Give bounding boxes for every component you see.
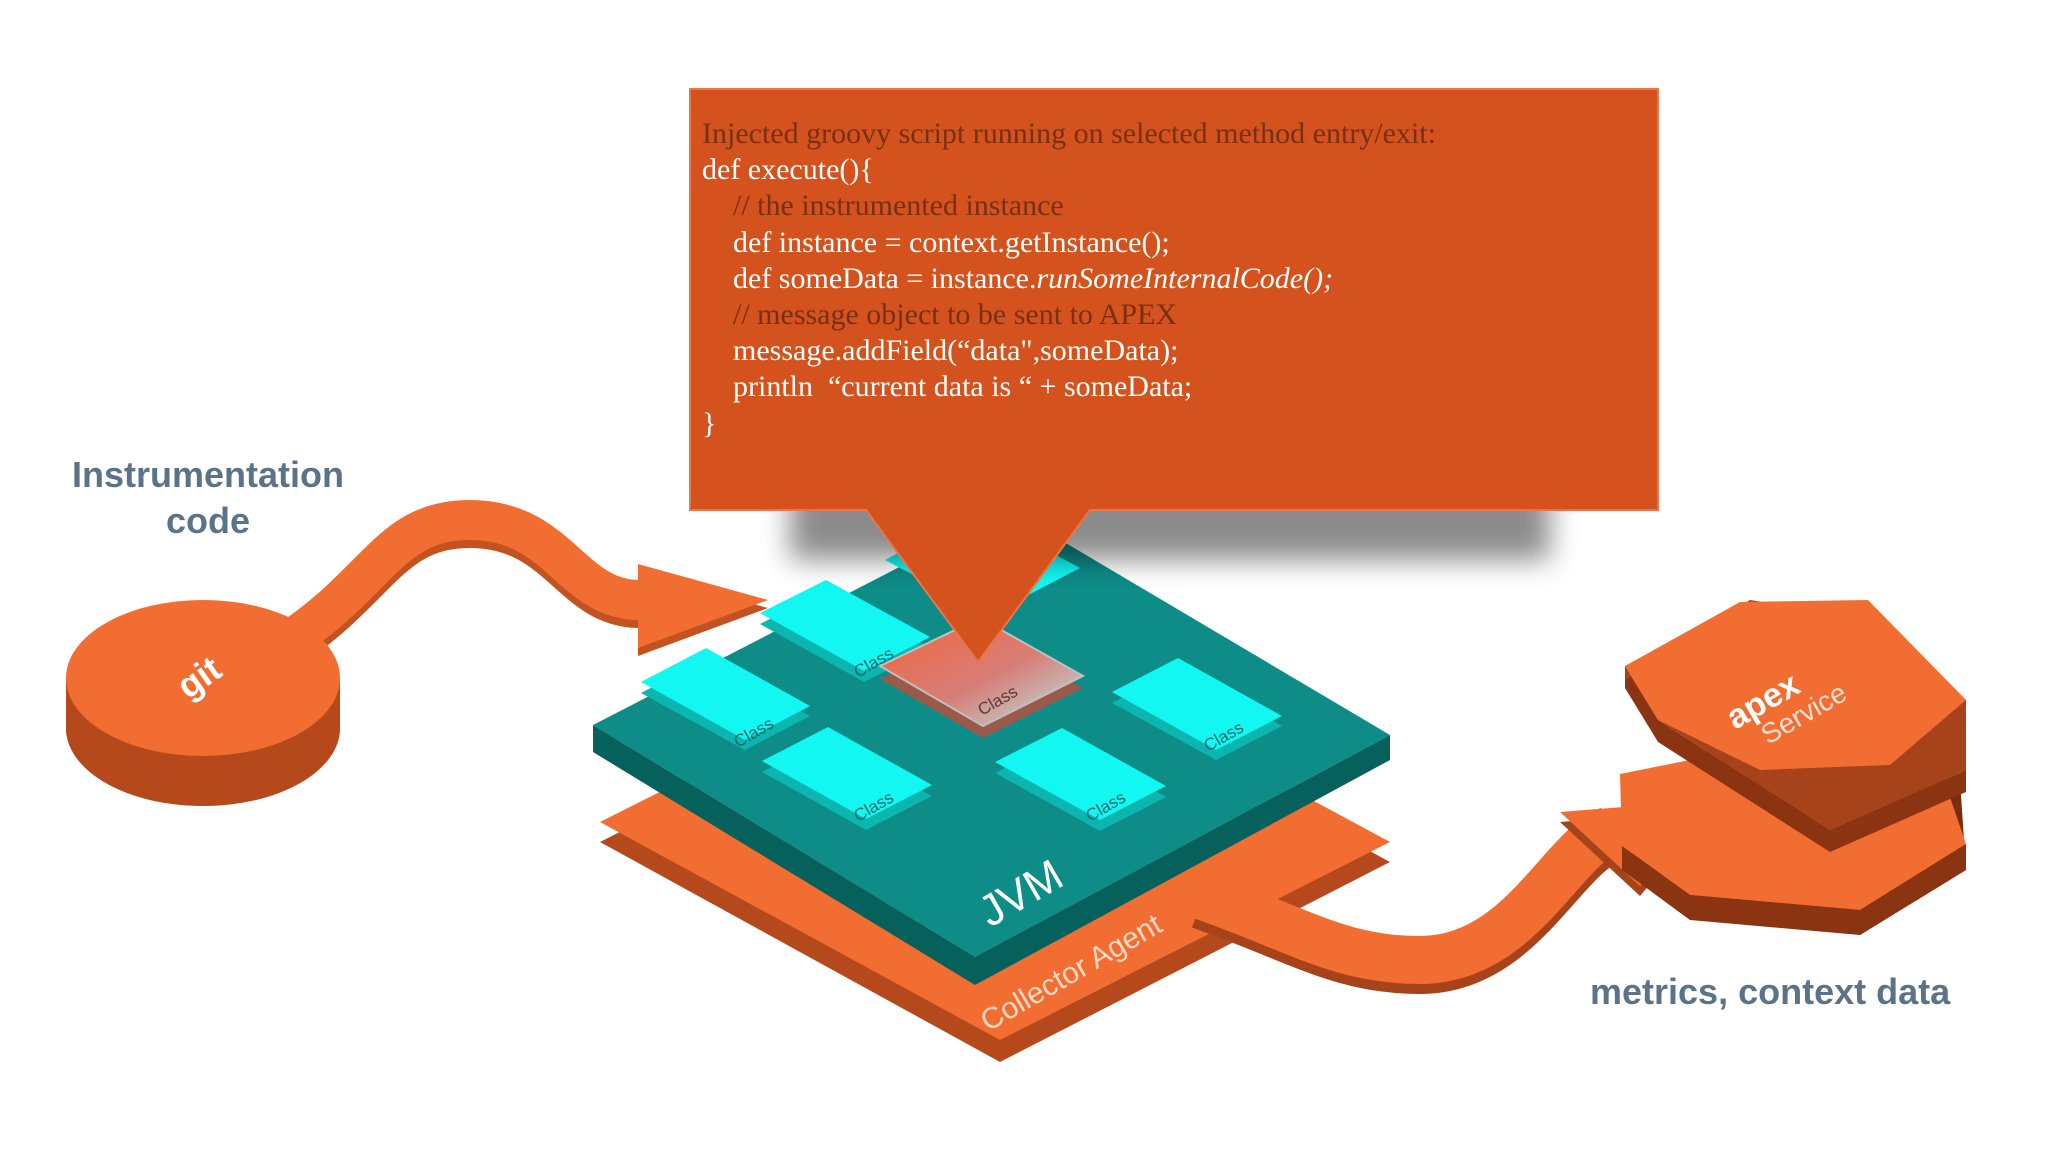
code-line: println “current data is “ + someData; <box>733 370 1193 404</box>
code-comment: // the instrumented instance <box>733 189 1064 223</box>
instrumentation-arrow <box>278 499 768 665</box>
class-tile: Class <box>762 727 932 830</box>
class-tile: Class <box>995 728 1166 831</box>
code-line: } <box>702 406 717 440</box>
git-disc: git <box>66 600 340 806</box>
code-line: def execute(){ <box>702 153 874 187</box>
code-line: def instance = context.getInstance(); <box>733 225 1170 259</box>
class-tile: Class <box>760 580 930 682</box>
instrumentation-label-line: code <box>165 500 251 541</box>
code-comment: // message object to be sent to APEX <box>733 298 1178 332</box>
code-text: def someData = instance. <box>733 261 1037 295</box>
class-tiles: Class Class Class Class Class <box>641 512 1282 831</box>
code-line: message.addField(“data",someData); <box>733 334 1179 368</box>
apex-service: apex Service <box>1620 600 1966 935</box>
code-method-call: runSomeInternalCode(); <box>1036 261 1334 295</box>
code-line: def someData = instance.runSomeInternalC… <box>702 261 1642 297</box>
metrics-label: metrics, context data <box>1590 971 1951 1012</box>
instrumentation-label-line: Instrumentation <box>71 454 344 495</box>
instrumentation-code-label: Instrumentation code <box>48 452 368 544</box>
callout-header: Injected groovy script running on select… <box>702 117 1436 150</box>
callout <box>689 88 1659 664</box>
highlighted-class-tile: Class <box>877 616 1086 738</box>
class-tile: Class <box>1112 658 1282 760</box>
groovy-script-callout: Injected groovy script running on select… <box>702 116 1642 442</box>
